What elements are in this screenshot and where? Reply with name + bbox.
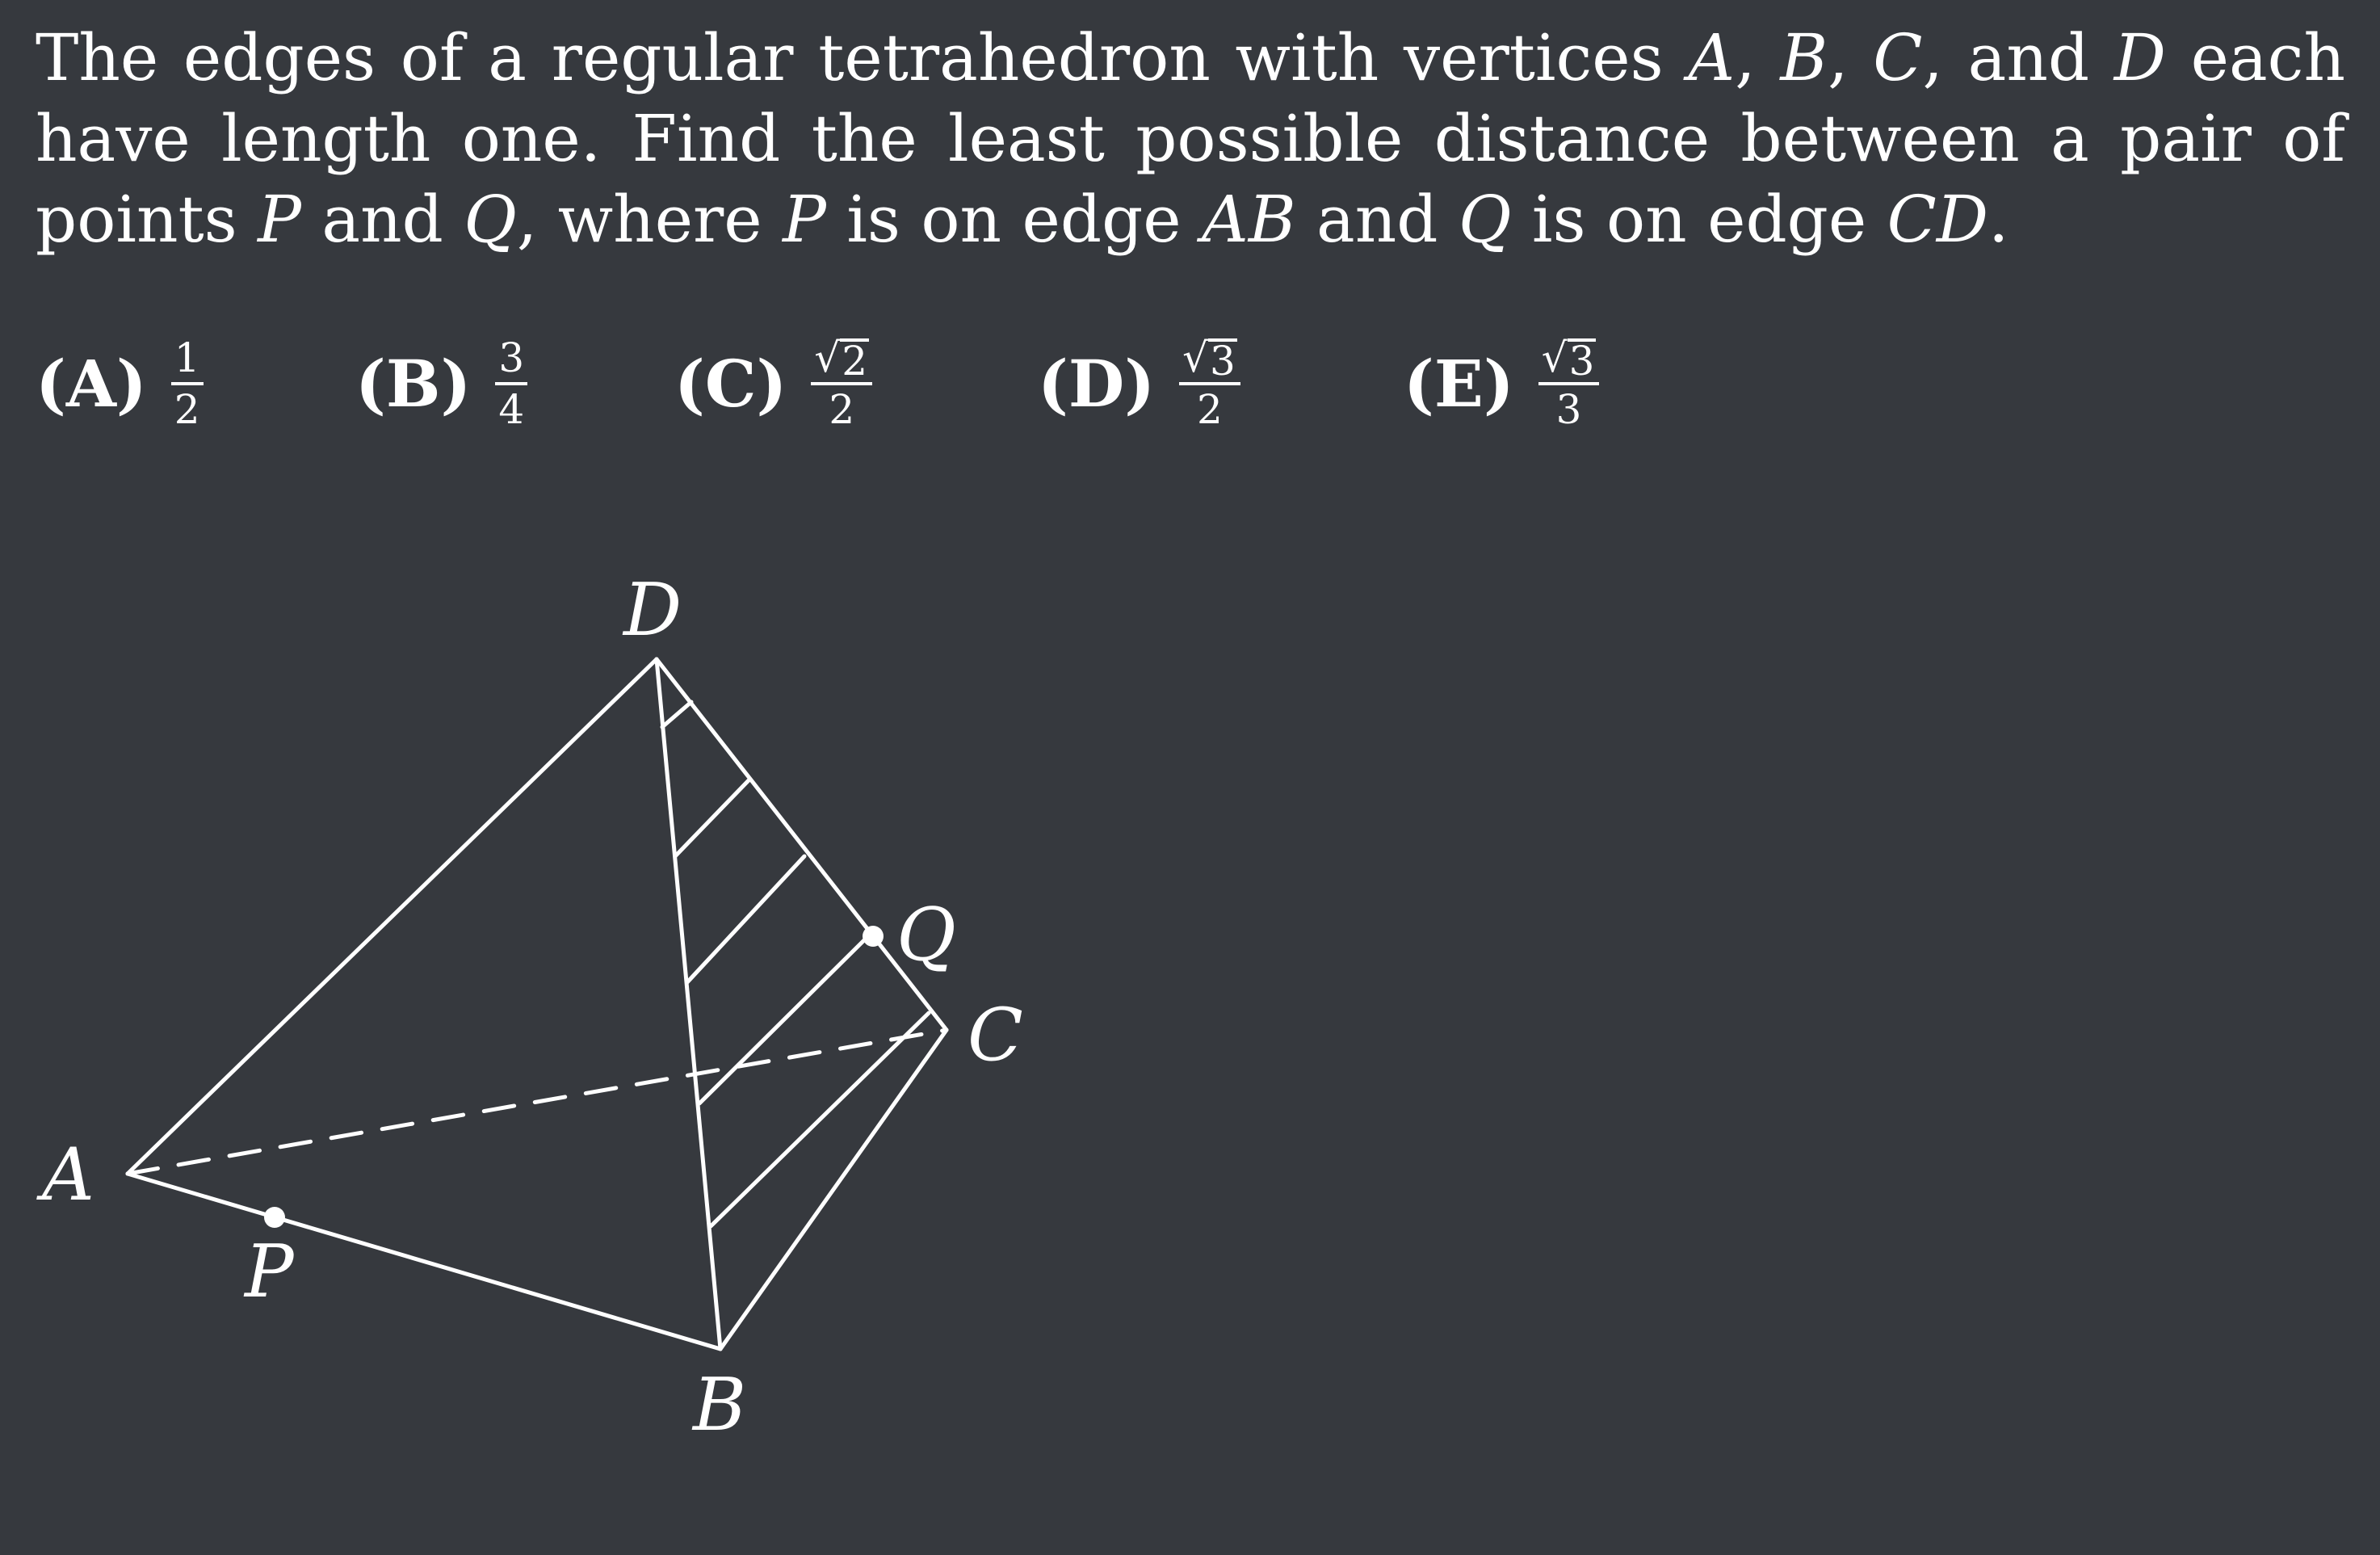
fraction-numerator: 1 [170, 335, 204, 385]
radicand: 3 [1207, 338, 1237, 385]
problem-text: and [300, 182, 464, 257]
fraction-denominator: 2 [1197, 386, 1223, 433]
problem-statement: The edges of a regular tetrahedron with … [36, 18, 2345, 260]
label-q: Q [896, 893, 956, 977]
vertex-b: B [1780, 20, 1828, 95]
vertex-a: A [1688, 20, 1736, 95]
hatch-line [660, 700, 694, 729]
point-p-dot [264, 1207, 285, 1228]
fraction-denominator: 3 [1555, 386, 1582, 433]
choice-fraction: √3 3 [1538, 335, 1600, 432]
answer-choices: (A) 1 2 (B) 3 4 (C) √2 2 (D) √3 2 (E) √3… [0, 331, 2380, 452]
choice-label: (A) [36, 346, 147, 422]
problem-text: . [1988, 182, 2009, 257]
edge-db [654, 657, 723, 1351]
fraction-numerator: √3 [1179, 335, 1240, 385]
fraction-numerator: 3 [495, 335, 528, 385]
fraction-denominator: 2 [829, 386, 855, 433]
problem-text: , where [516, 182, 783, 257]
edge-bc [718, 1028, 949, 1351]
fraction-numerator: √2 [811, 334, 873, 385]
radical-sign: √ [814, 334, 841, 381]
radical-sign: √ [1541, 334, 1568, 381]
edge-ad [125, 657, 659, 1176]
problem-text: and [1295, 182, 1459, 257]
point-q-dot [863, 926, 884, 947]
point-q: Q [464, 182, 517, 257]
choice-e[interactable]: (E) √3 3 [1404, 331, 1600, 436]
choice-label: (E) [1404, 346, 1514, 422]
problem-text: is on edge [825, 182, 1203, 257]
problem-text: , [1735, 20, 1781, 95]
label-a: A [36, 1133, 94, 1217]
vertex-c: C [1873, 20, 1923, 95]
label-d: D [622, 568, 682, 653]
choice-label: (D) [1038, 346, 1156, 422]
hatch-line [673, 778, 751, 859]
point-p: P [783, 182, 826, 257]
choice-d[interactable]: (D) √3 2 [1038, 331, 1240, 436]
label-p: P [243, 1229, 295, 1314]
choice-c[interactable]: (C) √2 2 [674, 331, 873, 436]
radicand: 3 [1567, 338, 1597, 385]
point-p: P [258, 182, 301, 257]
hatch-line [697, 930, 875, 1106]
label-b: B [691, 1363, 746, 1448]
choice-label: (C) [674, 346, 787, 422]
edge-ac-hidden [125, 1028, 949, 1176]
choice-b[interactable]: (B) 3 4 [355, 331, 528, 436]
hatch-line [685, 854, 807, 985]
problem-text: each have length one. Find the least pos… [36, 20, 2345, 257]
point-q: Q [1458, 182, 1512, 257]
fraction-numerator: √3 [1538, 335, 1600, 385]
fraction-denominator: 2 [174, 386, 200, 433]
edge-dc [654, 657, 949, 1032]
choice-fraction: √2 2 [811, 334, 873, 433]
fraction-denominator: 4 [498, 386, 525, 433]
problem-text: The edges of a regular tetrahedron with … [36, 20, 1689, 95]
choice-label: (B) [355, 346, 472, 422]
problem-text: , and [1922, 20, 2114, 95]
edge-cd: CD [1887, 182, 1989, 257]
edge-ab: AB [1202, 182, 1296, 257]
problem-text: , [1828, 20, 1874, 95]
choice-fraction: √3 2 [1179, 335, 1240, 432]
hatch-line [708, 1011, 931, 1229]
label-c: C [968, 993, 1023, 1078]
problem-text: is on edge [1511, 182, 1887, 257]
choice-a[interactable]: (A) 1 2 [36, 331, 204, 436]
radicand: 2 [840, 338, 870, 385]
vertex-d: D [2113, 20, 2166, 95]
edge-ab [125, 1171, 723, 1351]
radical-sign: √ [1182, 334, 1208, 381]
choice-fraction: 1 2 [170, 335, 204, 433]
choice-fraction: 3 4 [495, 335, 528, 433]
